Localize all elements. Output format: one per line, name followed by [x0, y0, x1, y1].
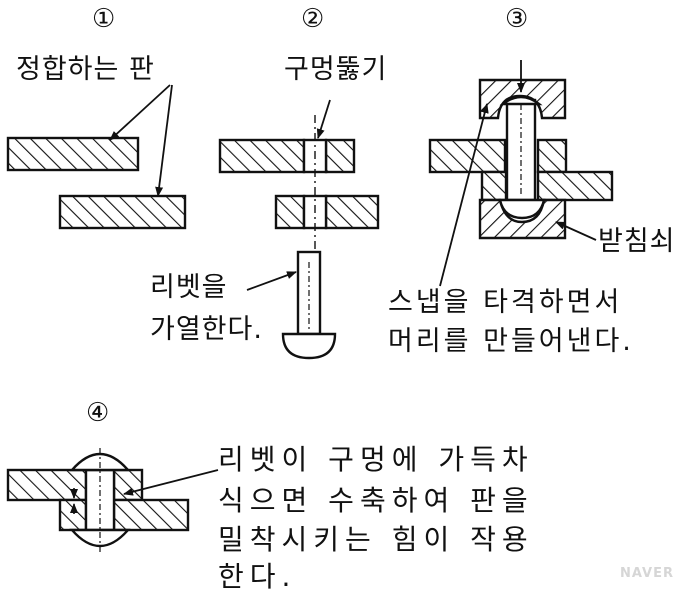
step1-number: ①: [92, 4, 116, 34]
step4-upper-plate-right: [112, 468, 144, 502]
step3-snap-leader: [439, 103, 489, 287]
step4-lower-plate-left: [58, 498, 88, 532]
step2-rivet-leader: [246, 271, 297, 291]
step3-upper-plate-right: [536, 138, 568, 174]
step3-support-leader: [555, 221, 597, 241]
step3-upper-plate-left: [428, 138, 507, 174]
step2-number: ②: [301, 4, 325, 34]
step2-heat-label-line1: 리벳을: [150, 272, 228, 303]
step1-lower-plate: [58, 194, 187, 230]
step4-lower-plate-right: [112, 498, 190, 532]
step3-support-label: 받침쇠: [598, 226, 676, 257]
step4-label-line1: 리벳이 구멍에 가득차: [218, 443, 534, 476]
step4-leader: [123, 469, 219, 496]
step3-assembly: [428, 78, 614, 240]
step4-label-line4: 한다.: [218, 560, 297, 593]
step2-heat-label-line2: 가열한다.: [150, 314, 263, 345]
step3-number: ③: [505, 4, 529, 34]
step3-snap-label-line2: 머리를 만들어낸다.: [388, 326, 634, 357]
step1-plates: [6, 136, 187, 230]
step1-leader-lines: [109, 84, 173, 197]
step2-rivet-head: [281, 332, 337, 360]
step3-rivet-top-head: [499, 95, 543, 106]
step4-number: ④: [86, 398, 110, 428]
step3-snap-label-line1: 스냅을 타격하면서: [388, 287, 623, 318]
step3-rivet-bottom-head: [498, 198, 546, 220]
step2-top-leader: [316, 99, 331, 139]
step2-rivet: [281, 250, 337, 360]
step1-plates-label: 정합하는 판: [16, 54, 155, 85]
step3-lower-plate-left: [480, 170, 508, 202]
step4-assembly: [6, 448, 190, 555]
step2-lower-plate-right: [324, 194, 380, 230]
naver-watermark: NAVER: [620, 566, 675, 581]
step4-label-line3: 밀착시키는 힘이 작용: [218, 523, 534, 556]
step2-lower-plate-left: [274, 194, 306, 230]
step2-drilling-label: 구멍뚫기: [284, 54, 388, 85]
step4-label-line2: 식으면 수축하여 판을: [218, 484, 534, 517]
step3-lower-plate-right: [536, 170, 614, 202]
step2-upper-plate-right: [324, 138, 356, 174]
step2-plates: [218, 138, 380, 230]
step1-upper-plate: [6, 136, 140, 172]
step2-upper-plate-left: [218, 138, 306, 174]
